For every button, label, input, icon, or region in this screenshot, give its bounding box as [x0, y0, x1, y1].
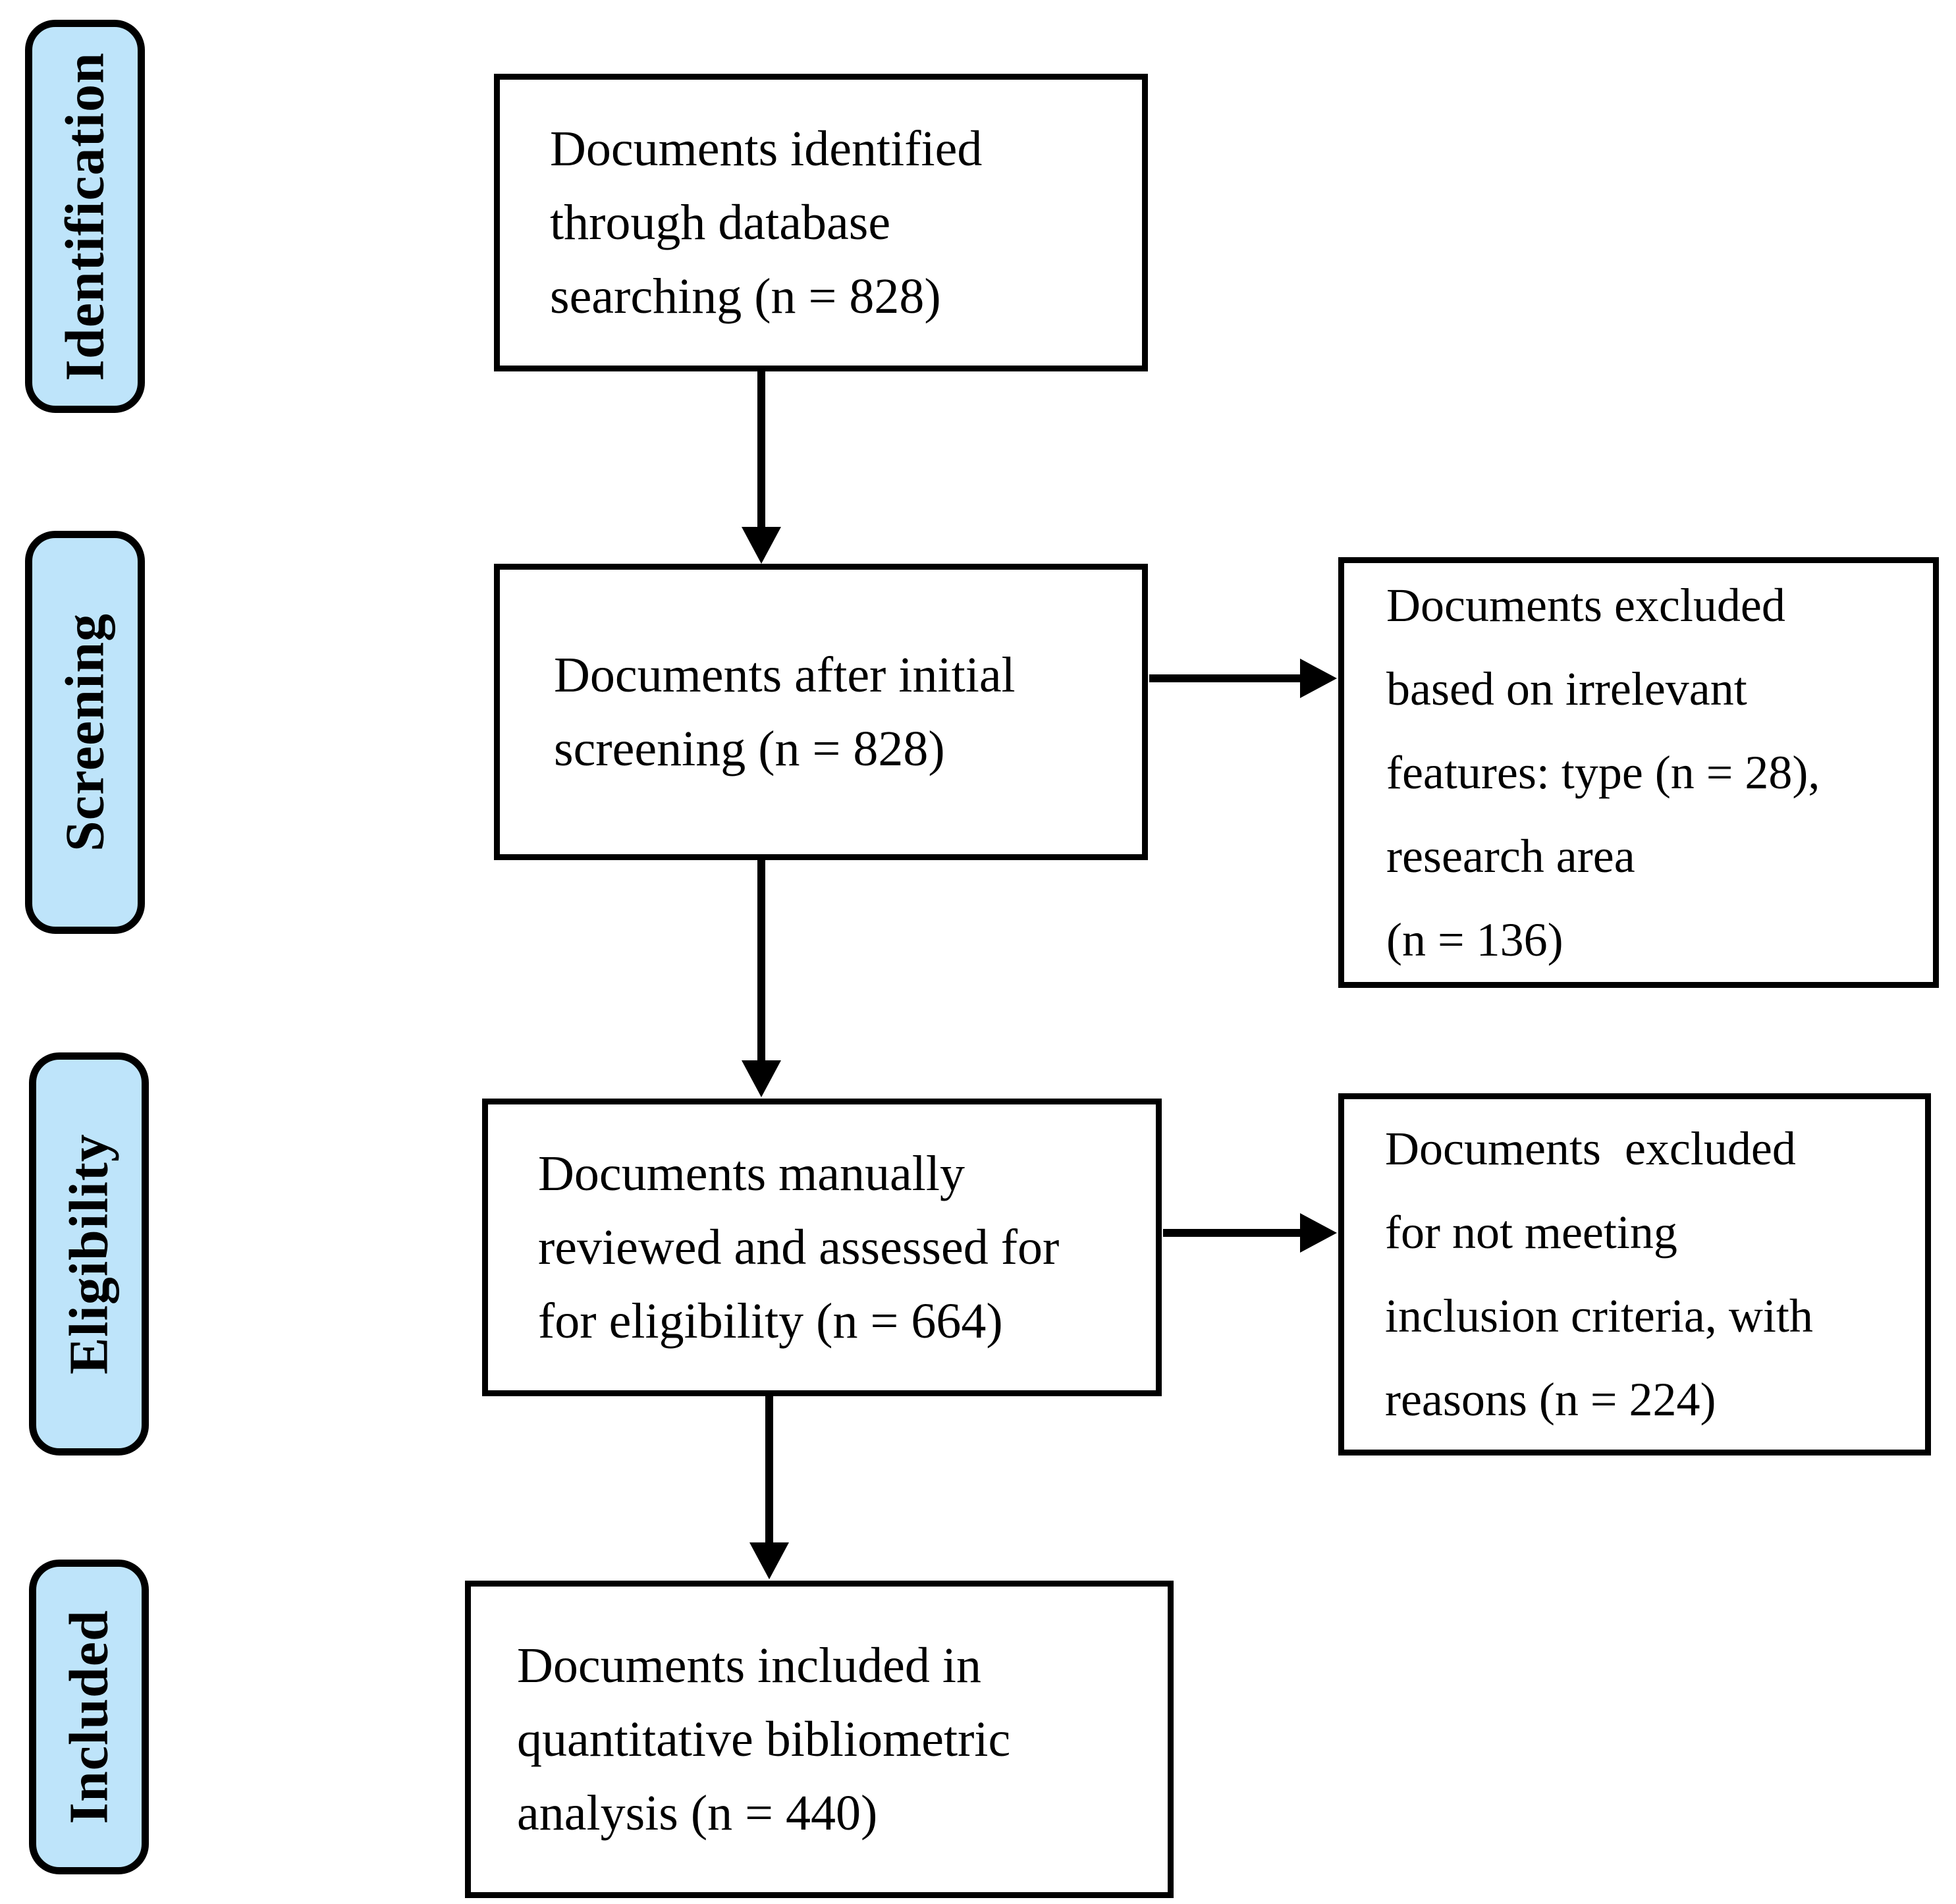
flow-box-documents-reviewed-eligibility: Documents manually reviewed and assessed… — [482, 1099, 1162, 1396]
flow-box-documents-after-screening: Documents after initial screening (n = 8… — [494, 564, 1148, 860]
arrow-identified-to-screened — [742, 370, 781, 564]
stage-label-screening: Screening — [54, 612, 116, 852]
flow-box-documents-excluded-irrelevant: Documents excluded based on irrelevant f… — [1338, 557, 1939, 988]
flow-box-text: Documents excluded for not meeting inclu… — [1385, 1122, 1813, 1426]
flow-box-text: Documents after initial screening (n = 8… — [554, 647, 1016, 776]
flow-box-documents-included-analysis: Documents included in quantitative bibli… — [465, 1581, 1174, 1898]
flow-box-documents-excluded-criteria: Documents excluded for not meeting inclu… — [1338, 1093, 1931, 1455]
flow-box-text: Documents included in quantitative bibli… — [517, 1638, 1011, 1841]
flow-box-text: Documents identified through database se… — [550, 121, 983, 324]
arrow-eligibility-to-included — [749, 1396, 789, 1579]
stage-box-identification: Identification — [25, 20, 145, 413]
arrow-screened-to-eligibility — [742, 860, 781, 1097]
arrow-eligibility-to-excluded — [1163, 1213, 1337, 1253]
stage-label-included: Included — [58, 1610, 120, 1824]
stage-box-eligibility: Eligibility — [29, 1052, 149, 1455]
flow-box-text: Documents manually reviewed and assessed… — [538, 1146, 1060, 1349]
stage-label-eligibility: Eligibility — [58, 1133, 120, 1374]
stage-label-identification: Identification — [54, 51, 116, 381]
stage-box-included: Included — [29, 1560, 149, 1874]
flow-box-text: Documents excluded based on irrelevant f… — [1386, 578, 1820, 966]
stage-box-screening: Screening — [25, 531, 145, 934]
flow-box-documents-identified: Documents identified through database se… — [494, 74, 1148, 371]
arrow-screened-to-excluded — [1149, 659, 1337, 698]
